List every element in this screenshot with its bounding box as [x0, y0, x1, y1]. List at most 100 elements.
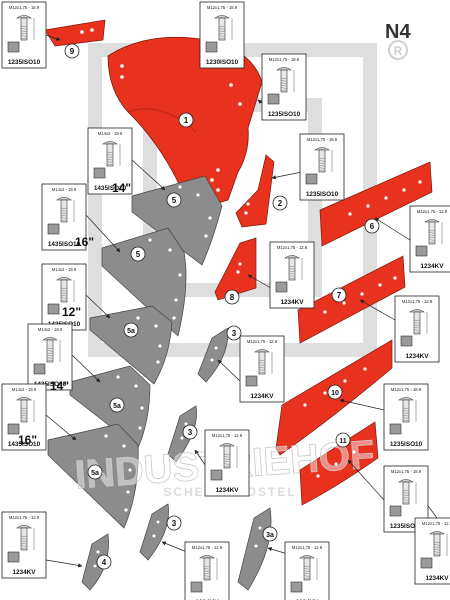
bolt-callout-box[interactable]: M12x1,75 - 18.9 1235ISO10: [1, 1, 47, 69]
bolt-spec-label: M14x2 - 18.9: [52, 187, 77, 192]
bolt-code-label: 1234KV: [280, 299, 304, 306]
part-size-label: 14": [50, 379, 69, 393]
bolt-spec-label: M14x2 - 18.9: [98, 131, 123, 136]
part-5-16in[interactable]: [101, 227, 187, 337]
bolt-code-label: 1234KV: [250, 393, 274, 400]
bolt-callout-box[interactable]: M12x1,75 - 12.9 1234KV: [204, 429, 250, 497]
part-number-badge: 3: [166, 515, 182, 531]
part-number-badge: 3: [226, 325, 242, 341]
part-number-text: 4: [102, 558, 107, 567]
part-7[interactable]: [297, 255, 406, 344]
bolt-icon: [210, 443, 238, 481]
part-number-badge: 9: [64, 43, 80, 59]
bolt-code-label: 1234KV: [215, 487, 239, 494]
bolt-spec-label: M12x1,75 - 12.9: [277, 245, 308, 250]
part-11[interactable]: [299, 421, 379, 506]
bolt-icon: [389, 397, 417, 435]
part-number-badge: 5a: [109, 397, 125, 413]
bolt-code-label: 1435ISO10: [94, 185, 127, 192]
bolt-icon: [47, 277, 75, 315]
bolt-icon: [389, 479, 417, 517]
bolt-icon: [267, 67, 295, 105]
part-size-label: 12": [62, 305, 81, 319]
part-number-badge: 3a: [262, 526, 278, 542]
leader-line: [339, 398, 385, 411]
header-code: N4: [385, 21, 411, 43]
bolt-code-label: 1235ISO10: [390, 523, 423, 530]
bolt-callout-box[interactable]: M12x1,75 - 18.9 1235ISO10: [299, 133, 345, 201]
leader-line: [45, 414, 77, 441]
part-number-badge: 11: [335, 432, 351, 448]
part-3a[interactable]: [237, 507, 272, 591]
bolt-callout-box[interactable]: M14x2 - 18.9 1435ISO10: [1, 383, 47, 451]
part-5a-12in[interactable]: [89, 305, 173, 385]
bolt-spec-label: M12x1,75 - 12.9: [247, 339, 278, 344]
part-number-text: 7: [337, 291, 342, 300]
part-number-badge: 2: [272, 195, 288, 211]
bolt-callout-box[interactable]: M14x2 - 18.9 1435ISO10: [41, 183, 87, 251]
part-3-lower[interactable]: [139, 503, 169, 561]
leader-line: [131, 159, 166, 191]
bolt-callout-box[interactable]: M12x1,75 - 12.9 1234KV: [414, 517, 450, 585]
bolt-spec-label: M14x2 - 18.9: [38, 327, 63, 332]
bolt-spec-label: M12x1,75 - 18.9: [207, 5, 238, 10]
part-number-badge: 7: [331, 287, 347, 303]
part-number-text: 3: [188, 428, 193, 437]
part-6[interactable]: [319, 161, 433, 247]
part-2[interactable]: [235, 154, 275, 228]
bolt-icon: [33, 337, 61, 375]
bolt-spec-label: M12x1,75 - 12.9: [212, 433, 243, 438]
bolt-icon: [7, 15, 35, 53]
bolt-icon: [420, 531, 448, 569]
bolt-callout-box[interactable]: M12x1,75 - 18.9 1230ISO10: [199, 1, 245, 69]
bolt-callout-box[interactable]: M14x2 - 18.9 1435ISO10: [87, 127, 133, 195]
bolt-spec-label: M12x1,75 - 18.9: [307, 137, 338, 142]
bolt-code-label: 1435ISO10: [48, 241, 81, 248]
registered-mark-letter: R: [394, 44, 403, 58]
leader-line: [45, 34, 61, 41]
leader-line: [71, 354, 101, 383]
bolt-spec-label: M12x1,75 - 12.9: [417, 209, 448, 214]
bolt-code-label: 1235ISO10: [306, 191, 339, 198]
bolt-code-label: 1435ISO10: [8, 441, 41, 448]
part-number-text: 3: [172, 519, 177, 528]
part-5-14in[interactable]: [131, 175, 223, 266]
bolt-spec-label: M12x1,75 - 12.9: [402, 299, 433, 304]
part-9[interactable]: [44, 19, 106, 47]
bolt-code-label: 1230ISO10: [206, 59, 239, 66]
part-number-text: 8: [230, 293, 235, 302]
bolt-code-label: 1235ISO10: [8, 59, 41, 66]
leader-line: [45, 559, 83, 568]
bolt-callout-box[interactable]: M12x1,75 - 12.9 1234KV: [239, 335, 285, 403]
bolt-code-label: 1234KV: [425, 575, 449, 582]
part-number-text: 5: [136, 250, 141, 259]
part-number-text: 5a: [91, 470, 99, 477]
bolt-icon: [415, 219, 443, 257]
leader-line: [347, 459, 385, 501]
part-number-badge: 1: [178, 112, 194, 128]
part-number-badge: 5: [166, 192, 182, 208]
bolt-spec-label: M14x2 - 18.9: [12, 387, 37, 392]
part-size-label: 16": [18, 433, 37, 447]
bolt-spec-label: M12x1,75 - 12.9: [422, 521, 450, 526]
bolt-spec-label: M12x1,75 - 18.9: [9, 5, 40, 10]
bolt-icon: [190, 555, 218, 593]
part-number-badge: 10: [327, 384, 343, 400]
bolt-icon: [275, 255, 303, 293]
bolt-code-label: 1235ISO10: [390, 441, 423, 448]
leader-line: [85, 294, 111, 319]
bolt-icon: [290, 555, 318, 593]
bolt-callout-box[interactable]: M12x1,75 - 12.9 1234KV: [269, 241, 315, 309]
part-number-text: 5a: [113, 403, 121, 410]
leader-line: [85, 214, 121, 253]
